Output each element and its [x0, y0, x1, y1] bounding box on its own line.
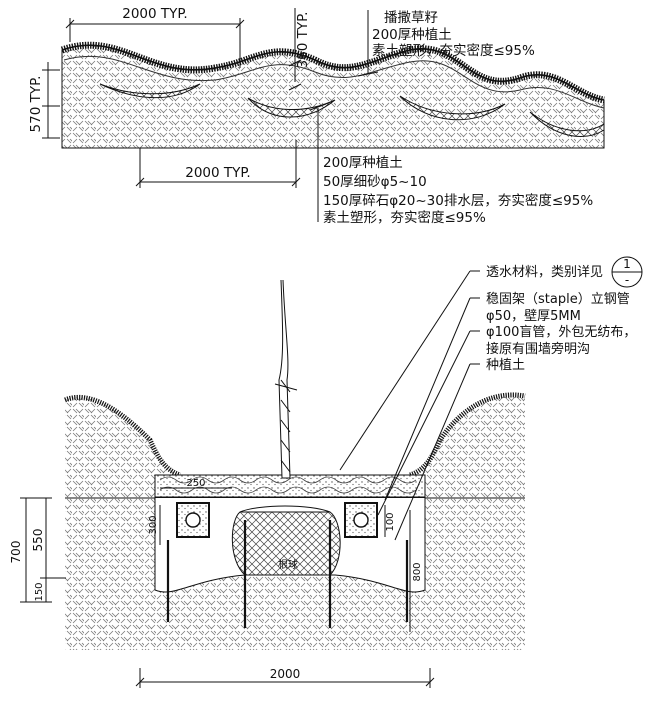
label-200-soil-upper: 200厚种植土: [372, 27, 452, 43]
dim-150: 150: [34, 582, 45, 601]
callout-planting-soil: 种植土: [486, 358, 525, 373]
top-upper-callouts: 播撒草籽 200厚种植土 素土塑形，夯实密度≤95%: [357, 10, 535, 77]
label-seed: 播撒草籽: [384, 10, 438, 26]
top-dimensions: 2000 TYP. 570 TYP. 360 TYP. 2000 TYP.: [28, 6, 311, 188]
tree-pit-callouts: 1 - 透水材料，类别详见 稳固架（staple）立钢管 φ50，壁厚5MM φ…: [339, 256, 643, 541]
top-lower-callouts: 200厚种植土 50厚细砂φ5~10 150厚碎石φ20~30排水层，夯实密度≤…: [309, 103, 593, 226]
dim-250: 250: [186, 478, 205, 489]
label-plain-soil-upper: 素土塑形，夯实密度≤95%: [372, 42, 535, 59]
callout-blind-pipe: φ100盲管，外包无纺布，: [486, 324, 636, 340]
label-50-sand: 50厚细砂φ5~10: [323, 174, 427, 190]
label-200-soil-lower: 200厚种植土: [323, 155, 403, 171]
dim-2000: 2000: [270, 667, 301, 681]
callout-blind-pipe-2: 接原有围墙旁明沟: [486, 341, 590, 357]
detail-ref-sheet: -: [625, 273, 629, 287]
dim-bottom-typ: 2000 TYP.: [185, 165, 250, 181]
dim-800: 800: [412, 562, 423, 581]
root-ball-label: 根球: [278, 558, 298, 571]
wave-profile-section: [60, 41, 605, 149]
callout-staple-size: φ50，壁厚5MM: [486, 309, 581, 324]
dim-700: 700: [9, 541, 23, 564]
label-plain-soil-lower: 素土塑形，夯实密度≤95%: [323, 209, 486, 226]
dim-left-typ: 570 TYP.: [28, 76, 44, 133]
tree-pit-dimensions: 700 550 150 250 300 100 800 2000: [9, 478, 435, 688]
label-150-gravel: 150厚碎石φ20~30排水层，夯实密度≤95%: [323, 192, 593, 209]
tree-pit-section: 根球: [64, 279, 526, 650]
callout-staple: 稳固架（staple）立钢管: [486, 291, 630, 307]
callout-permeable: 透水材料，类别详见: [486, 265, 603, 280]
dim-300: 300: [148, 515, 159, 534]
dim-100: 100: [385, 512, 396, 531]
dim-top-typ: 2000 TYP.: [122, 6, 187, 22]
dim-mound-typ: 360 TYP.: [295, 12, 311, 69]
detail-ref-number: 1: [623, 257, 631, 271]
dim-550: 550: [31, 529, 45, 552]
